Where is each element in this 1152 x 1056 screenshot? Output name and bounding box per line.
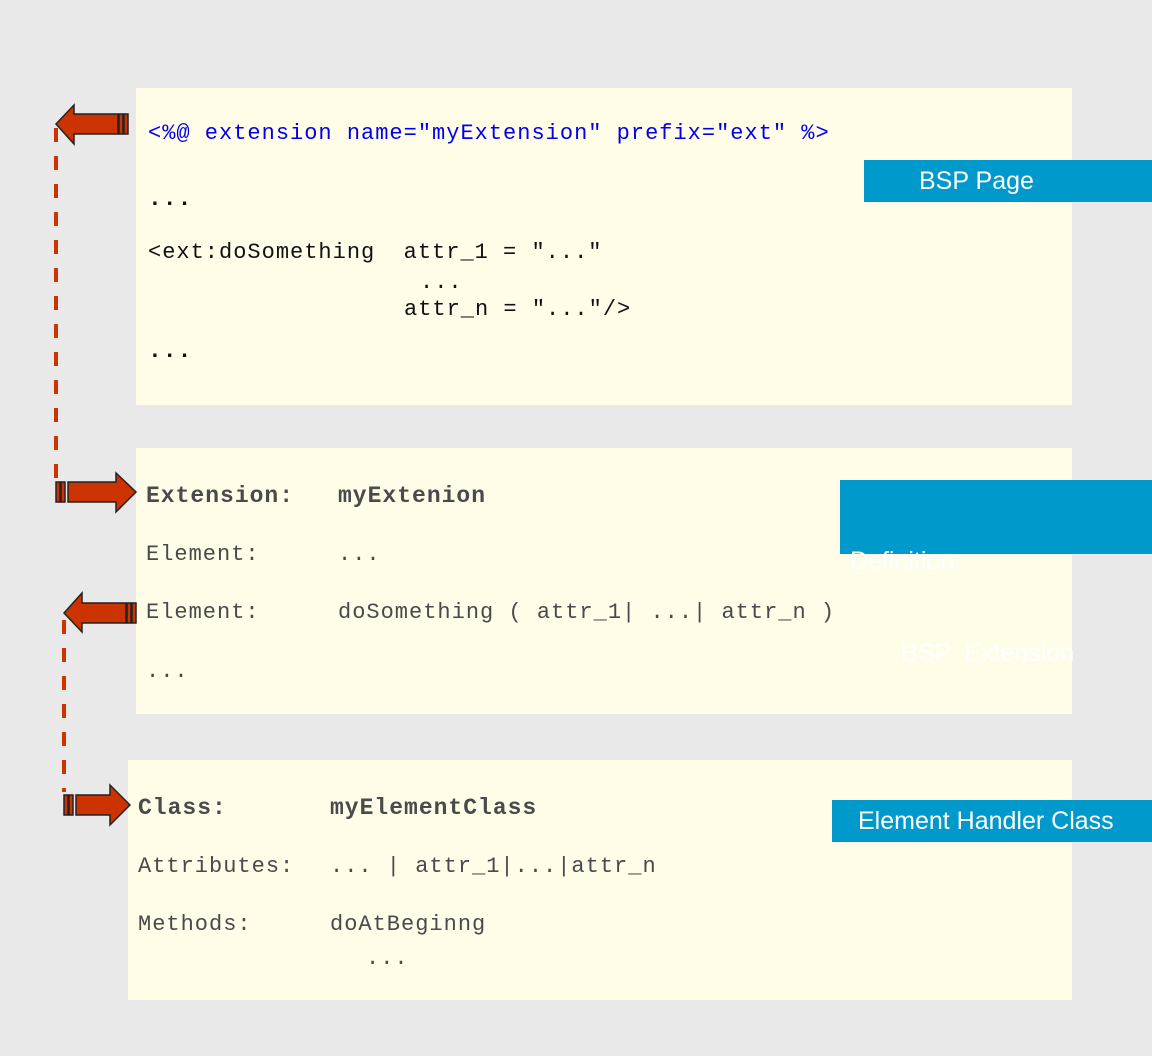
methods-value: doAtBeginng — [330, 912, 487, 937]
extension-title-value: myExtenion — [338, 483, 487, 509]
handler-class-label: Element Handler Class — [832, 800, 1152, 842]
ellipsis: ... — [148, 186, 193, 212]
custom-tag-middle: ... — [420, 270, 463, 295]
arrow-right-icon — [55, 471, 138, 514]
ellipsis: ... — [148, 338, 193, 364]
attributes-key: Attributes: — [138, 854, 295, 879]
element-value: ... — [338, 542, 381, 567]
bsp-page-panel — [136, 88, 1072, 405]
label-line: BSP Extension — [901, 639, 1075, 667]
bsp-page-label: BSP Page — [864, 160, 1152, 202]
methods-more: ... — [366, 946, 409, 971]
class-title-key: Class: — [138, 795, 227, 821]
methods-key: Methods: — [138, 912, 252, 937]
element-key: Element: — [146, 542, 260, 567]
element-value: doSomething ( attr_1| ...| attr_n ) — [338, 600, 836, 625]
element-key: Element: — [146, 600, 260, 625]
custom-tag-end: attr_n = "..."/> — [404, 297, 632, 322]
attributes-value: ... | attr_1|...|attr_n — [330, 854, 657, 879]
arrow-left-icon — [54, 103, 129, 146]
extension-title-key: Extension: — [146, 483, 295, 509]
extension-directive: <%@ extension name="myExtension" prefix=… — [148, 121, 830, 146]
label-text: Element Handler Class — [858, 807, 1114, 835]
ellipsis: ... — [146, 659, 189, 684]
class-title-value: myElementClass — [330, 795, 538, 821]
extension-definition-label: Definition: BSP Extension — [840, 480, 1152, 667]
arrow-left-icon — [62, 591, 137, 634]
custom-tag-line: <ext:doSomething attr_1 = "..." — [148, 240, 603, 265]
label-text: BSP Page — [919, 167, 1034, 195]
label-line: Definition: — [850, 547, 962, 575]
arrow-right-icon — [63, 783, 132, 827]
